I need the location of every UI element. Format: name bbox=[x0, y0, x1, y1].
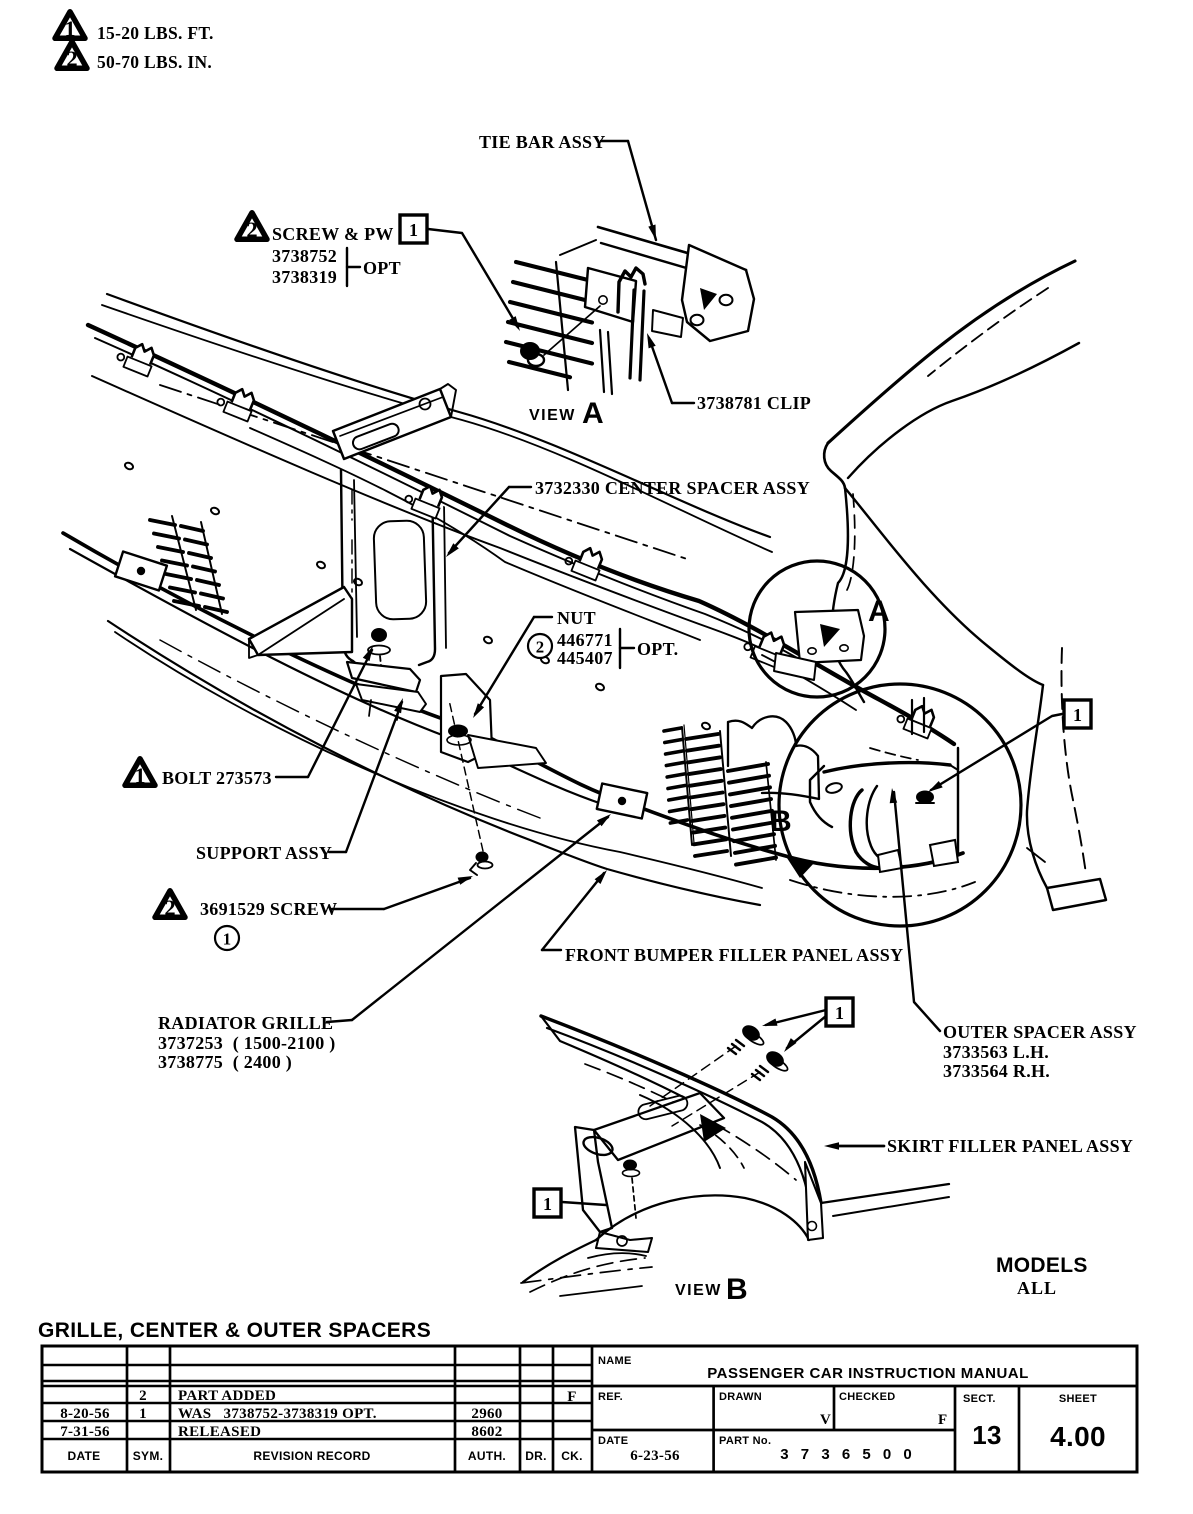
svg-text:B: B bbox=[770, 805, 792, 838]
svg-text:OPT: OPT bbox=[363, 258, 401, 278]
svg-text:B: B bbox=[726, 1273, 748, 1306]
svg-text:3738775 ( 2400 ): 3738775 ( 2400 ) bbox=[158, 1052, 292, 1073]
svg-text:CHECKED: CHECKED bbox=[839, 1391, 896, 1403]
svg-text:PART ADDED: PART ADDED bbox=[178, 1388, 276, 1404]
svg-text:FRONT BUMPER FILLER PANEL ASSY: FRONT BUMPER FILLER PANEL ASSY bbox=[565, 945, 903, 965]
svg-text:F: F bbox=[938, 1412, 947, 1428]
svg-text:15-20 LBS. FT.: 15-20 LBS. FT. bbox=[97, 23, 214, 43]
svg-text:ALL: ALL bbox=[1017, 1278, 1057, 1298]
svg-text:SHEET: SHEET bbox=[1059, 1393, 1097, 1405]
svg-text:3733564 R.H.: 3733564 R.H. bbox=[943, 1061, 1050, 1081]
svg-text:OPT.: OPT. bbox=[637, 639, 678, 659]
svg-text:NUT: NUT bbox=[557, 608, 596, 628]
svg-text:SECT.: SECT. bbox=[963, 1393, 996, 1405]
svg-text:1: 1 bbox=[409, 220, 418, 240]
svg-text:PART No.: PART No. bbox=[719, 1435, 771, 1447]
svg-text:2: 2 bbox=[536, 638, 544, 657]
svg-text:13: 13 bbox=[972, 1420, 1002, 1450]
svg-text:1: 1 bbox=[139, 1406, 147, 1422]
svg-text:2960: 2960 bbox=[471, 1406, 502, 1422]
svg-text:A: A bbox=[868, 595, 890, 628]
svg-text:V: V bbox=[820, 1412, 831, 1428]
svg-text:A: A bbox=[582, 397, 604, 430]
svg-text:VIEW: VIEW bbox=[529, 407, 576, 424]
svg-text:F: F bbox=[567, 1389, 576, 1405]
svg-text:3738781 CLIP: 3738781 CLIP bbox=[697, 393, 811, 413]
svg-text:DRAWN: DRAWN bbox=[719, 1391, 762, 1403]
svg-text:DATE: DATE bbox=[598, 1435, 628, 1447]
svg-text:GRILLE, CENTER & OUTER SPACERS: GRILLE, CENTER & OUTER SPACERS bbox=[38, 1319, 431, 1342]
svg-text:3738752: 3738752 bbox=[272, 246, 337, 266]
svg-text:3738319: 3738319 bbox=[272, 267, 337, 287]
svg-text:1: 1 bbox=[134, 763, 145, 788]
svg-text:3 7 3 6 5 0 0: 3 7 3 6 5 0 0 bbox=[780, 1446, 915, 1463]
svg-text:3733563 L.H.: 3733563 L.H. bbox=[943, 1042, 1049, 1062]
svg-text:REF.: REF. bbox=[598, 1391, 623, 1403]
svg-text:2: 2 bbox=[246, 217, 257, 242]
svg-text:2: 2 bbox=[66, 46, 77, 71]
svg-text:SKIRT FILLER PANEL ASSY: SKIRT FILLER PANEL ASSY bbox=[887, 1136, 1133, 1156]
svg-text:2: 2 bbox=[139, 1388, 147, 1404]
svg-text:4.00: 4.00 bbox=[1050, 1421, 1106, 1452]
svg-text:1: 1 bbox=[1073, 705, 1082, 725]
svg-text:446771: 446771 bbox=[557, 630, 613, 650]
svg-text:REVISION RECORD: REVISION RECORD bbox=[253, 1449, 370, 1463]
svg-text:445407: 445407 bbox=[557, 648, 613, 668]
svg-text:1: 1 bbox=[223, 930, 231, 949]
svg-text:MODELS: MODELS bbox=[996, 1254, 1088, 1277]
svg-text:OUTER SPACER ASSY: OUTER SPACER ASSY bbox=[943, 1022, 1137, 1042]
svg-text:7-31-56: 7-31-56 bbox=[60, 1424, 110, 1440]
svg-text:TIE BAR ASSY: TIE BAR ASSY bbox=[479, 132, 606, 152]
svg-text:1: 1 bbox=[64, 16, 75, 41]
svg-text:8602: 8602 bbox=[471, 1424, 502, 1440]
svg-text:1: 1 bbox=[543, 1194, 552, 1214]
svg-text:BOLT 273573: BOLT 273573 bbox=[162, 768, 272, 788]
svg-text:SCREW & PW: SCREW & PW bbox=[272, 224, 394, 244]
svg-text:RELEASED: RELEASED bbox=[178, 1424, 261, 1440]
svg-text:8-20-56: 8-20-56 bbox=[60, 1406, 110, 1422]
svg-text:RADIATOR GRILLE: RADIATOR GRILLE bbox=[158, 1013, 333, 1033]
svg-text:DATE: DATE bbox=[68, 1449, 101, 1463]
svg-text:WAS 3738752-3738319 OPT.: WAS 3738752-3738319 OPT. bbox=[178, 1406, 377, 1422]
svg-text:SUPPORT ASSY: SUPPORT ASSY bbox=[196, 843, 332, 863]
svg-text:CK.: CK. bbox=[561, 1449, 583, 1463]
svg-text:DR.: DR. bbox=[525, 1449, 547, 1463]
svg-text:3737253 ( 1500-2100 ): 3737253 ( 1500-2100 ) bbox=[158, 1033, 336, 1054]
svg-text:3691529 SCREW: 3691529 SCREW bbox=[200, 899, 337, 919]
svg-text:2: 2 bbox=[164, 895, 175, 920]
svg-text:50-70 LBS. IN.: 50-70 LBS. IN. bbox=[97, 52, 212, 72]
svg-text:6-23-56: 6-23-56 bbox=[630, 1448, 680, 1464]
svg-text:1: 1 bbox=[835, 1003, 844, 1023]
svg-text:PASSENGER CAR INSTRUCTION MANU: PASSENGER CAR INSTRUCTION MANUAL bbox=[707, 1365, 1029, 1382]
svg-text:3732330 CENTER SPACER ASSY: 3732330 CENTER SPACER ASSY bbox=[535, 478, 810, 498]
svg-text:VIEW: VIEW bbox=[675, 1282, 722, 1299]
svg-text:AUTH.: AUTH. bbox=[468, 1449, 506, 1463]
svg-text:NAME: NAME bbox=[598, 1355, 632, 1367]
svg-text:SYM.: SYM. bbox=[133, 1449, 164, 1463]
